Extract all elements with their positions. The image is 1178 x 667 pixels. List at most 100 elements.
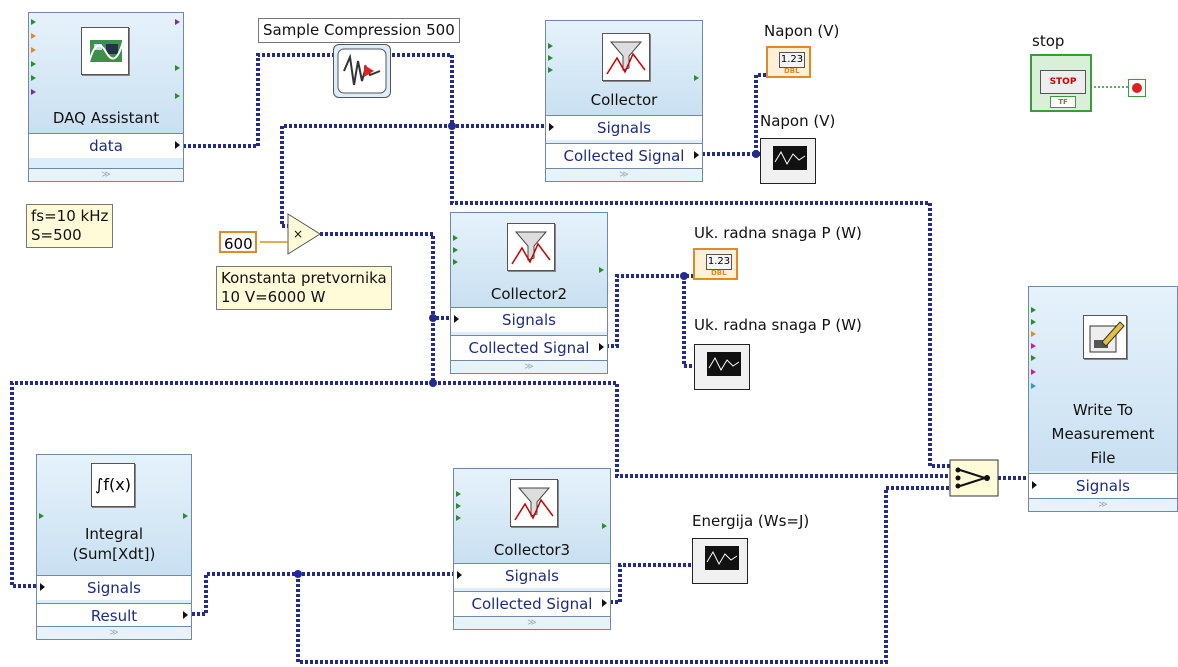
- napon-graph-label: Napon (V): [760, 112, 836, 130]
- waveform-graph-icon: [707, 352, 741, 376]
- input-pin[interactable]: [1031, 307, 1036, 313]
- daq-assistant-vi[interactable]: DAQ Assistant data ≫: [28, 12, 184, 182]
- output-pin[interactable]: [175, 65, 180, 71]
- collector-signals-terminal[interactable]: Signals: [546, 115, 702, 140]
- integral-vi[interactable]: ∫f(x) Integral (Sum[Xdt]) Signals Result…: [36, 454, 192, 640]
- output-pin[interactable]: [175, 19, 180, 25]
- collector2-output-terminal[interactable]: Collected Signal: [451, 335, 607, 360]
- input-arrow-icon: [549, 123, 554, 131]
- integral-subtitle: (Sum[Xdt]): [72, 545, 156, 563]
- input-pin[interactable]: [1031, 331, 1036, 337]
- input-pin[interactable]: [31, 89, 36, 95]
- signals-label: Signals: [1076, 477, 1130, 495]
- input-arrow-icon: [1032, 481, 1037, 489]
- input-pin[interactable]: [1031, 355, 1036, 361]
- snaga-graph-indicator[interactable]: [694, 344, 750, 390]
- wire-to-merge-2: [433, 381, 950, 478]
- junction-dot: [752, 150, 760, 158]
- daq-data-terminal[interactable]: data: [29, 133, 183, 158]
- expand-chevron-icon[interactable]: ≫: [29, 168, 183, 181]
- collector3-output-terminal[interactable]: Collected Signal: [454, 591, 610, 616]
- collected-signal-label: Collected Signal: [563, 147, 685, 165]
- input-pin[interactable]: [31, 75, 36, 81]
- input-pin[interactable]: [453, 247, 458, 253]
- input-pin[interactable]: [39, 513, 44, 519]
- input-pin[interactable]: [1031, 343, 1036, 349]
- input-pin[interactable]: [1031, 369, 1036, 375]
- input-pin[interactable]: [548, 43, 553, 49]
- collector-vi[interactable]: Collector Signals Collected Signal ≫: [545, 20, 703, 182]
- integral-fx-icon: ∫f(x): [91, 463, 135, 507]
- svg-text:×: ×: [293, 227, 303, 241]
- input-pin[interactable]: [1031, 319, 1036, 325]
- collector2-signals-terminal[interactable]: Signals: [451, 307, 607, 332]
- input-pin[interactable]: [31, 47, 36, 53]
- output-pin[interactable]: [175, 93, 180, 99]
- sample-compression-vi[interactable]: [333, 44, 391, 98]
- collector3-vi[interactable]: Collector3 Signals Collected Signal ≫: [453, 468, 611, 630]
- input-pin[interactable]: [456, 503, 461, 509]
- daq-title: DAQ Assistant: [52, 109, 160, 127]
- input-arrow-icon: [40, 583, 45, 591]
- collector-funnel-icon: [602, 33, 650, 81]
- numeric-display: 1.23: [706, 254, 732, 270]
- expand-chevron-icon[interactable]: ≫: [546, 168, 702, 181]
- input-pin[interactable]: [453, 235, 458, 241]
- loop-condition-icon[interactable]: [1128, 79, 1146, 97]
- collector3-title: Collector3: [493, 541, 571, 559]
- fs-note: fs=10 kHz S=500: [26, 204, 114, 248]
- collector-output-terminal[interactable]: Collected Signal: [546, 143, 702, 168]
- wire-daq-to-compression: [183, 53, 333, 148]
- s-text: S=500: [31, 226, 82, 244]
- write-measurement-file-vi[interactable]: Write To Measurement File Signals ≫: [1028, 286, 1178, 512]
- collector-funnel-icon: [510, 479, 558, 527]
- integral-signals-terminal[interactable]: Signals: [37, 575, 191, 600]
- expand-chevron-icon[interactable]: ≫: [451, 360, 607, 373]
- input-pin[interactable]: [31, 33, 36, 39]
- write-title-line3: File: [1090, 449, 1116, 467]
- write-signals-terminal[interactable]: Signals: [1029, 473, 1177, 498]
- junction-dot: [429, 379, 437, 387]
- wire-collector2-to-graph: [682, 276, 695, 368]
- input-pin[interactable]: [548, 55, 553, 61]
- energija-graph-label: Energija (Ws=J): [692, 512, 810, 530]
- napon-num-label: Napon (V): [764, 22, 840, 40]
- napon-numeric-indicator[interactable]: 1.23 DBL: [766, 46, 811, 78]
- dbl-tag: DBL: [711, 269, 727, 277]
- input-pin[interactable]: [548, 67, 553, 73]
- input-pin[interactable]: [31, 19, 36, 25]
- expand-chevron-icon[interactable]: ≫: [37, 626, 191, 639]
- output-pin[interactable]: [602, 523, 607, 529]
- output-pin[interactable]: [694, 75, 699, 81]
- constant-note: Konstanta pretvornika 10 V=6000 W: [216, 266, 392, 310]
- napon-graph-indicator[interactable]: [760, 138, 816, 184]
- snaga-numeric-indicator[interactable]: 1.23 DBL: [693, 248, 738, 280]
- collected-signal-label: Collected Signal: [471, 595, 593, 613]
- output-pin[interactable]: [599, 267, 604, 273]
- tf-tag: TF: [1050, 96, 1076, 108]
- constant-600[interactable]: 600: [219, 231, 257, 253]
- input-pin[interactable]: [456, 515, 461, 521]
- collector2-vi[interactable]: Collector2 Signals Collected Signal ≫: [450, 212, 608, 374]
- junction-dot: [429, 314, 437, 322]
- input-pin[interactable]: [1031, 383, 1036, 389]
- collector3-signals-terminal[interactable]: Signals: [454, 563, 610, 588]
- expand-chevron-icon[interactable]: ≫: [454, 616, 610, 629]
- collected-signal-label: Collected Signal: [468, 339, 590, 357]
- stop-button-terminal[interactable]: STOP TF: [1030, 54, 1092, 112]
- stop-button[interactable]: STOP: [1040, 70, 1086, 94]
- multiply-node[interactable]: [287, 213, 321, 255]
- write-file-pencil-icon: [1083, 315, 1127, 359]
- konstanta-text: Konstanta pretvornika: [221, 269, 387, 287]
- integral-result-terminal[interactable]: Result: [37, 603, 191, 628]
- snaga-graph-label: Uk. radna snaga P (W): [694, 316, 862, 334]
- input-pin[interactable]: [453, 259, 458, 265]
- collector2-title: Collector2: [490, 285, 568, 303]
- input-pin[interactable]: [31, 61, 36, 67]
- wire-integral-to-merge: [296, 486, 950, 664]
- input-pin[interactable]: [456, 491, 461, 497]
- output-pin[interactable]: [183, 513, 188, 519]
- expand-chevron-icon[interactable]: ≫: [1029, 498, 1177, 511]
- energija-graph-indicator[interactable]: [692, 538, 748, 584]
